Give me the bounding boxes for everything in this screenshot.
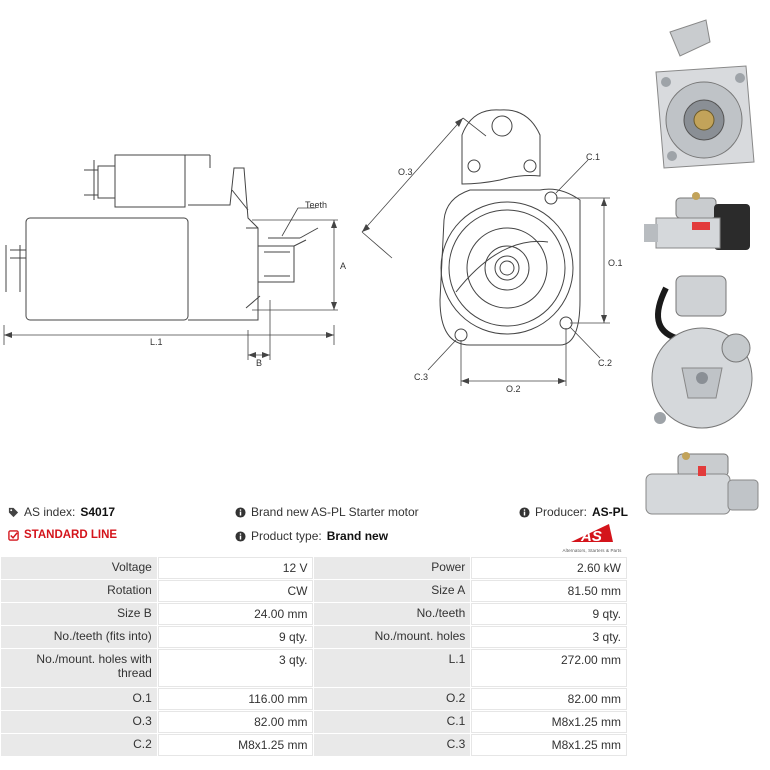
table-row: C.2 M8x1.25 mm C.3 M8x1.25 mm	[1, 734, 627, 756]
spec-value: 3 qty.	[157, 649, 314, 687]
product-description: Brand new AS-PL Starter motor	[235, 505, 419, 519]
spec-value: 9 qty.	[471, 603, 627, 625]
info-icon	[519, 506, 530, 518]
spec-value: 82.00 mm	[471, 688, 627, 710]
spec-value: CW	[157, 580, 314, 602]
as-index-value: S4017	[80, 505, 116, 519]
spec-value: M8x1.25 mm	[471, 711, 627, 733]
table-row: Size B 24.00 mm No./teeth 9 qty.	[1, 603, 627, 625]
front-flange-outline	[439, 188, 581, 346]
spec-value: 116.00 mm	[157, 688, 314, 710]
product-info: AS index: S4017 STANDARD LINE Brand new …	[8, 500, 630, 553]
table-row: O.1 116.00 mm O.2 82.00 mm	[1, 688, 627, 710]
front-top-flange	[461, 109, 541, 185]
hole-c3	[454, 328, 468, 342]
photo-side-view[interactable]	[636, 184, 768, 264]
tag-icon	[8, 507, 19, 517]
spec-value: 12 V	[157, 557, 314, 579]
label-o3: O.3	[398, 167, 413, 177]
spec-label: Rotation	[1, 580, 157, 602]
spec-value: 24.00 mm	[157, 603, 314, 625]
label-a: A	[340, 261, 346, 271]
logo-tagline: Alternators, Starters & Parts	[562, 548, 622, 553]
specs-table: Voltage 12 V Power 2.60 kW Rotation CW S…	[0, 556, 628, 757]
info-icon	[235, 506, 246, 518]
as-index-label: AS index:	[24, 505, 76, 519]
logo-text: AS	[580, 528, 602, 544]
producer-value: AS-PL	[592, 505, 628, 519]
front-housing-circle	[440, 201, 574, 335]
gear-housing-outline	[188, 167, 259, 321]
photo-front-view[interactable]	[636, 12, 768, 182]
spec-value: 81.50 mm	[471, 580, 627, 602]
spec-label: No./teeth (fits into)	[1, 626, 157, 648]
spec-label: O.3	[1, 711, 157, 733]
spec-label: Size B	[1, 603, 157, 625]
product-type: Product type: Brand new	[235, 529, 388, 543]
producer: Producer: AS-PL	[519, 505, 628, 519]
photo-rear-view[interactable]	[636, 268, 768, 440]
label-o2: O.2	[506, 384, 521, 394]
label-c1: C.1	[586, 152, 600, 162]
solenoid-outline	[114, 154, 186, 208]
table-row: Voltage 12 V Power 2.60 kW	[1, 557, 627, 579]
product-type-value: Brand new	[326, 529, 389, 543]
photo-top-view[interactable]	[636, 444, 768, 524]
spec-value: 82.00 mm	[157, 711, 314, 733]
product-photos	[636, 12, 768, 524]
spec-label: Power	[314, 557, 471, 579]
spec-label: C.3	[314, 734, 471, 756]
label-c2: C.2	[598, 358, 612, 368]
table-row: No./teeth (fits into) 9 qty. No./mount. …	[1, 626, 627, 648]
spec-value: 2.60 kW	[471, 557, 627, 579]
spec-value: M8x1.25 mm	[471, 734, 627, 756]
label-o1: O.1	[608, 258, 623, 268]
spec-value: 272.00 mm	[471, 649, 627, 687]
label-b: B	[256, 358, 262, 368]
spec-value: 9 qty.	[157, 626, 314, 648]
motor-body-outline	[25, 217, 189, 321]
checkbox-icon	[8, 529, 19, 541]
spec-label: No./mount. holes	[314, 626, 471, 648]
spec-value: M8x1.25 mm	[157, 734, 314, 756]
spec-label: L.1	[314, 649, 471, 687]
pinion-outline	[257, 245, 295, 283]
spec-label: No./teeth	[314, 603, 471, 625]
standard-line-label: STANDARD LINE	[24, 529, 118, 541]
as-index: AS index: S4017	[8, 505, 115, 519]
table-row: O.3 82.00 mm C.1 M8x1.25 mm	[1, 711, 627, 733]
spec-label: C.1	[314, 711, 471, 733]
product-type-label: Product type:	[251, 529, 322, 543]
table-row: Rotation CW Size A 81.50 mm	[1, 580, 627, 602]
label-l1: L.1	[150, 337, 163, 347]
label-teeth: Teeth	[305, 200, 327, 210]
info-icon	[235, 530, 246, 542]
product-description-text: Brand new AS-PL Starter motor	[251, 505, 419, 519]
technical-drawing: Teeth A B L.1	[0, 95, 630, 405]
spec-label: Size A	[314, 580, 471, 602]
as-pl-logo: AS Alternators, Starters & Parts	[556, 522, 628, 553]
as-logo-mark: AS	[571, 524, 613, 545]
label-c3: C.3	[414, 372, 428, 382]
dimension-drawing: Teeth A B L.1	[3, 109, 623, 394]
spec-value: 3 qty.	[471, 626, 627, 648]
hole-c1	[544, 191, 558, 205]
spec-label: O.1	[1, 688, 157, 710]
spec-label: Voltage	[1, 557, 157, 579]
table-row: No./mount. holes with thread 3 qty. L.1 …	[1, 649, 627, 687]
standard-line-badge: STANDARD LINE	[8, 529, 117, 541]
spec-label: C.2	[1, 734, 157, 756]
producer-label: Producer:	[534, 505, 587, 519]
spec-label: No./mount. holes with thread	[1, 649, 157, 687]
spec-label: O.2	[314, 688, 471, 710]
